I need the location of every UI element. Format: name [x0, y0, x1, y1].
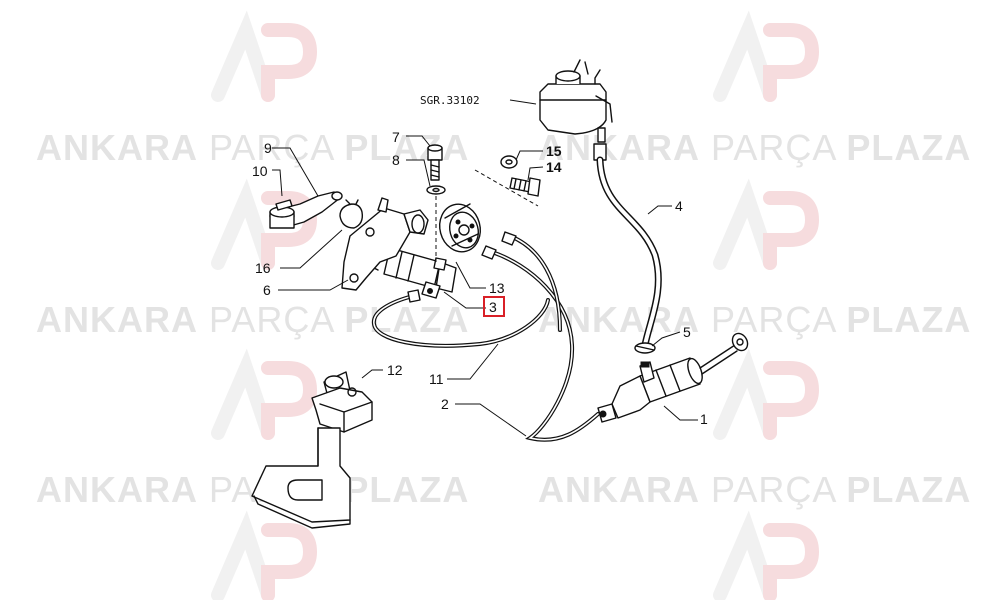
- callout-10: 10: [252, 163, 268, 179]
- watermark-text: ANKARA PARÇA PLAZA: [538, 299, 971, 340]
- callout-5: 5: [683, 324, 691, 340]
- callout-3-highlight-box: [483, 296, 505, 317]
- watermark-logos: [211, 10, 820, 600]
- watermark-logo: [713, 348, 820, 440]
- washer: [500, 155, 518, 169]
- pipe-support: [251, 371, 373, 529]
- hose-clamp: [634, 342, 656, 354]
- watermark-logo: [211, 178, 318, 270]
- watermark-text: ANKARA PARÇA PLAZA: [36, 127, 469, 168]
- watermark-logo: [211, 348, 318, 440]
- callout-2: 2: [441, 396, 449, 412]
- hydraulic-pipe: [481, 231, 600, 442]
- watermark-logo: [211, 510, 318, 600]
- lever-washer: [275, 199, 293, 211]
- watermark-text: ANKARA PARÇA PLAZA: [36, 299, 469, 340]
- callout-11: 11: [429, 371, 444, 387]
- bearing-axis: [474, 169, 539, 207]
- watermark-logo: [713, 10, 820, 102]
- master-cylinder: [597, 332, 749, 423]
- reference-code: SGR.33102: [420, 94, 480, 107]
- leader-lines: [272, 99, 698, 437]
- callout-12: 12: [387, 362, 403, 378]
- callout-14: 14: [546, 159, 562, 175]
- mounting-bracket: [341, 197, 429, 291]
- watermark-logo: [713, 510, 820, 600]
- callout-1: 1: [700, 411, 708, 427]
- callout-3[interactable]: 3: [489, 299, 497, 315]
- bleed-pipe: [371, 289, 550, 348]
- watermark-text: ANKARA PARÇA PLAZA: [538, 469, 971, 510]
- callout-8: 8: [392, 152, 400, 168]
- reservoir-hose: [593, 143, 662, 349]
- circlip: [339, 199, 364, 229]
- release-lever: [269, 191, 343, 229]
- washer: [426, 185, 446, 195]
- watermark-logo: [713, 178, 820, 270]
- watermark-logo: [211, 10, 318, 102]
- fluid-reservoir: [539, 59, 613, 143]
- callout-13: 13: [489, 280, 505, 296]
- watermark-text: ANKARA PARÇA PLAZA: [36, 469, 469, 510]
- watermark-texts: ANKARA PARÇA PLAZA ANKARA PARÇA PLAZA AN…: [36, 127, 971, 510]
- callout-4: 4: [675, 198, 683, 214]
- callout-6: 6: [263, 282, 271, 298]
- watermark-text: ANKARA PARÇA PLAZA: [538, 127, 971, 168]
- bolt: [509, 177, 541, 197]
- callout-9: 9: [264, 140, 272, 156]
- bolt: [427, 144, 443, 181]
- callout-7: 7: [392, 129, 400, 145]
- release-bearing: [439, 203, 481, 253]
- callout-15: 15: [546, 143, 562, 159]
- slave-cylinder: [361, 247, 457, 299]
- callout-16: 16: [255, 260, 271, 276]
